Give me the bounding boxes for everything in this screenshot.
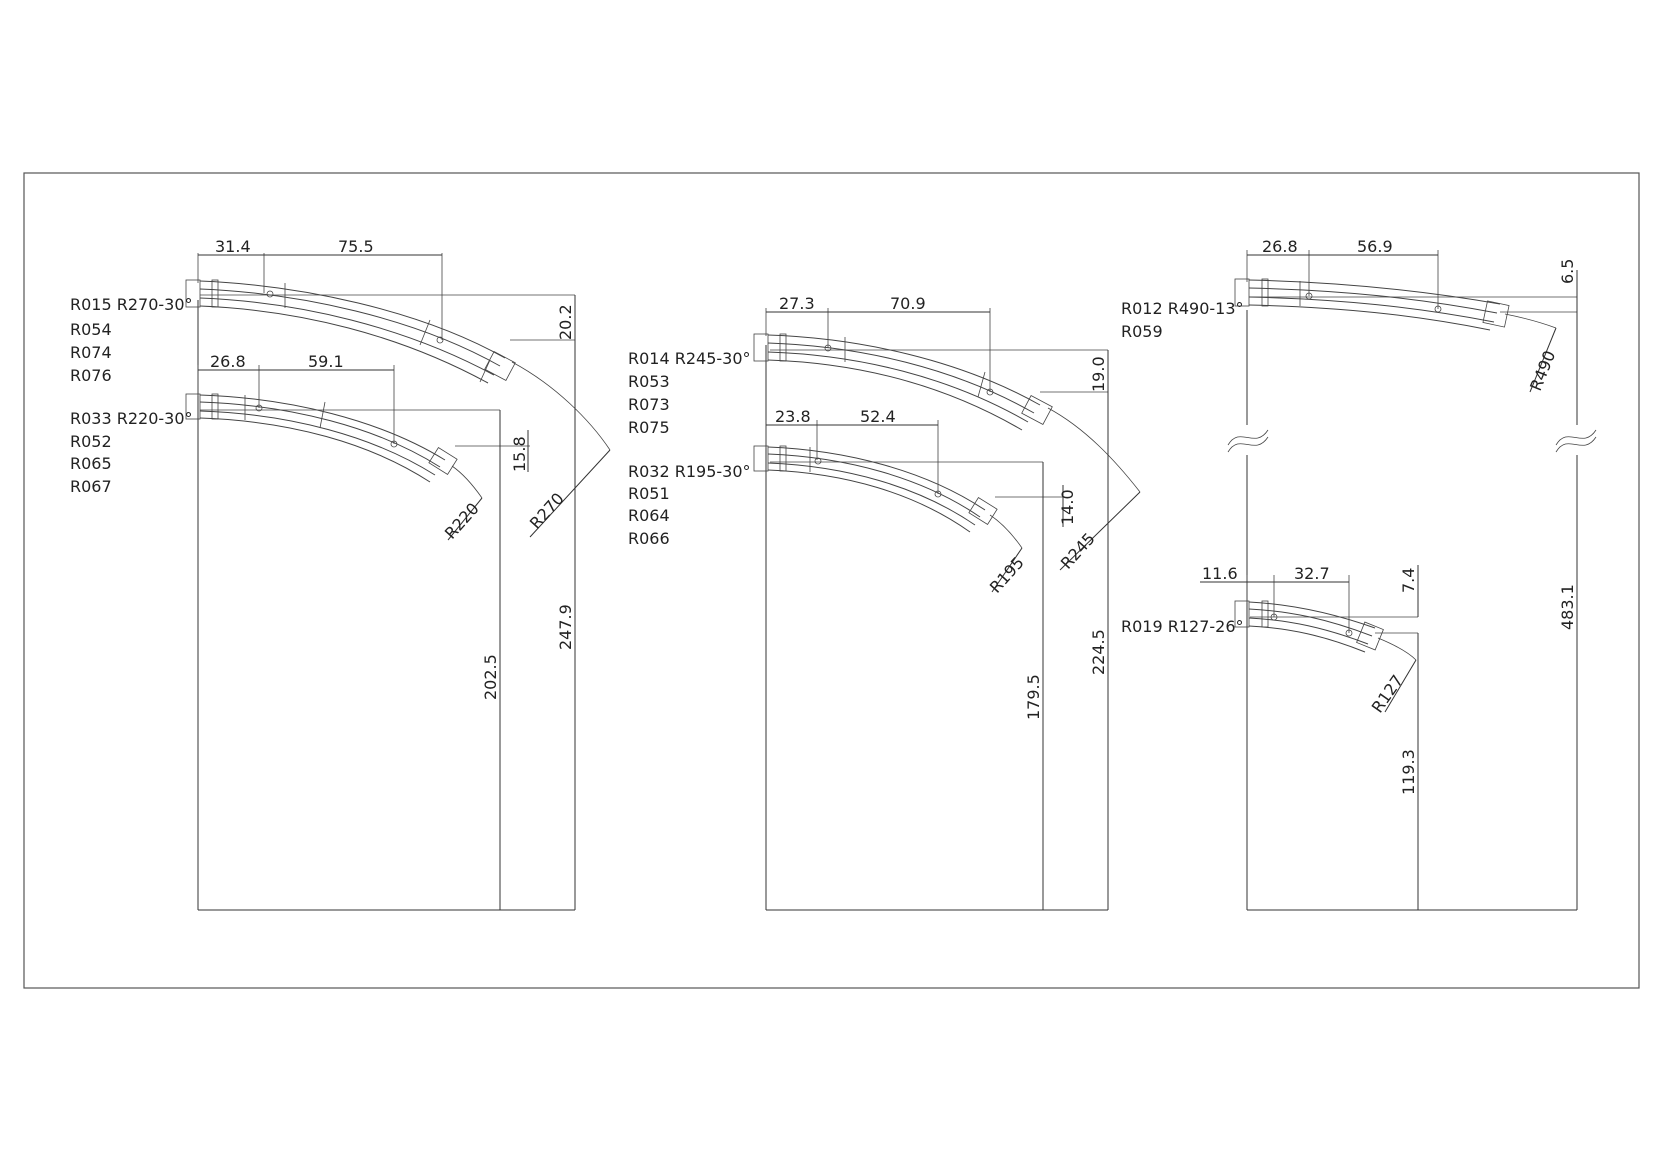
track-piece-r033: 26.8 59.1 15.8 202.5 R220 R033 R220-30° … (70, 352, 530, 910)
dim-radius: R245 (1057, 529, 1099, 573)
piece-alias: R073 (628, 395, 670, 414)
break-mark (1555, 429, 1597, 446)
dim-length: 483.1 (1558, 584, 1577, 630)
radius-leader (529, 449, 611, 538)
piece-label: R032 R195-30° (628, 462, 751, 481)
track-piece-r014: 27.3 70.9 19.0 224.5 R245 R014 R245-30° … (628, 294, 1141, 910)
dim-a: 26.8 (1262, 237, 1298, 256)
dim-offset: 6.5 (1558, 259, 1577, 284)
dim-length: 202.5 (481, 654, 500, 700)
dim-offset: 14.0 (1058, 489, 1077, 525)
radius-leader (1059, 491, 1141, 571)
dim-length: 179.5 (1024, 674, 1043, 720)
dim-length: 247.9 (556, 604, 575, 650)
break-mark (1227, 436, 1269, 453)
piece-alias: R076 (70, 366, 112, 385)
piece-label: R012 R490-13° (1121, 299, 1244, 318)
track-piece-r032: 23.8 52.4 14.0 179.5 R195 R032 R195-30° … (628, 407, 1077, 910)
dim-offset: 15.8 (510, 436, 529, 472)
piece-alias: R059 (1121, 322, 1163, 341)
group-3: 26.8 56.9 6.5 483.1 R490 R012 R490-13° R… (1121, 237, 1597, 911)
dim-offset: 19.0 (1089, 356, 1108, 392)
piece-alias: R065 (70, 454, 112, 473)
dim-b: 70.9 (890, 294, 926, 313)
piece-label: R015 R270-30° (70, 295, 193, 314)
dim-length: 224.5 (1089, 629, 1108, 675)
track-piece-r012: 26.8 56.9 6.5 483.1 R490 R012 R490-13° R… (1121, 237, 1578, 910)
dim-b: 52.4 (860, 407, 896, 426)
dim-length: 119.3 (1399, 749, 1418, 795)
group-1: 31.4 75.5 20.2 247.9 R270 R015 R270-30° … (70, 237, 611, 911)
drawing-frame (23, 172, 1640, 989)
piece-alias: R064 (628, 506, 670, 525)
piece-alias: R066 (628, 529, 670, 548)
dim-a: 27.3 (779, 294, 815, 313)
dim-radius: R270 (526, 489, 568, 533)
break-mark (1227, 429, 1269, 446)
dim-offset: 20.2 (556, 304, 575, 340)
dim-radius: R195 (986, 553, 1028, 597)
piece-alias: R067 (70, 477, 112, 496)
track-piece-r015: 31.4 75.5 20.2 247.9 R270 R015 R270-30° … (70, 237, 611, 910)
radius-leader (447, 497, 483, 541)
dim-b: 75.5 (338, 237, 374, 256)
piece-alias: R051 (628, 484, 670, 503)
dim-offset: 7.4 (1399, 568, 1418, 593)
dim-radius: R127 (1368, 671, 1407, 716)
dim-a: 31.4 (215, 237, 251, 256)
track-piece-r019: 11.6 32.7 7.4 119.3 R127 R019 R127-26° (1121, 564, 1419, 910)
radius-leader (1384, 659, 1417, 713)
dim-a: 23.8 (775, 407, 811, 426)
radius-leader (1529, 327, 1557, 393)
group-2: 27.3 70.9 19.0 224.5 R245 R014 R245-30° … (628, 294, 1141, 911)
piece-alias: R074 (70, 343, 112, 362)
radius-leader (991, 547, 1023, 593)
dim-radius: R220 (441, 499, 483, 543)
dim-b: 32.7 (1294, 564, 1330, 583)
dim-a: 26.8 (210, 352, 246, 371)
piece-alias: R054 (70, 320, 112, 339)
piece-alias: R052 (70, 432, 112, 451)
break-mark (1555, 436, 1597, 453)
dim-a: 11.6 (1202, 564, 1238, 583)
piece-label: R033 R220-30° (70, 409, 193, 428)
piece-label: R014 R245-30° (628, 349, 751, 368)
dim-b: 59.1 (308, 352, 344, 371)
piece-alias: R053 (628, 372, 670, 391)
piece-label: R019 R127-26° (1121, 617, 1244, 636)
dim-b: 56.9 (1357, 237, 1393, 256)
piece-alias: R075 (628, 418, 670, 437)
dim-radius: R490 (1526, 348, 1559, 394)
